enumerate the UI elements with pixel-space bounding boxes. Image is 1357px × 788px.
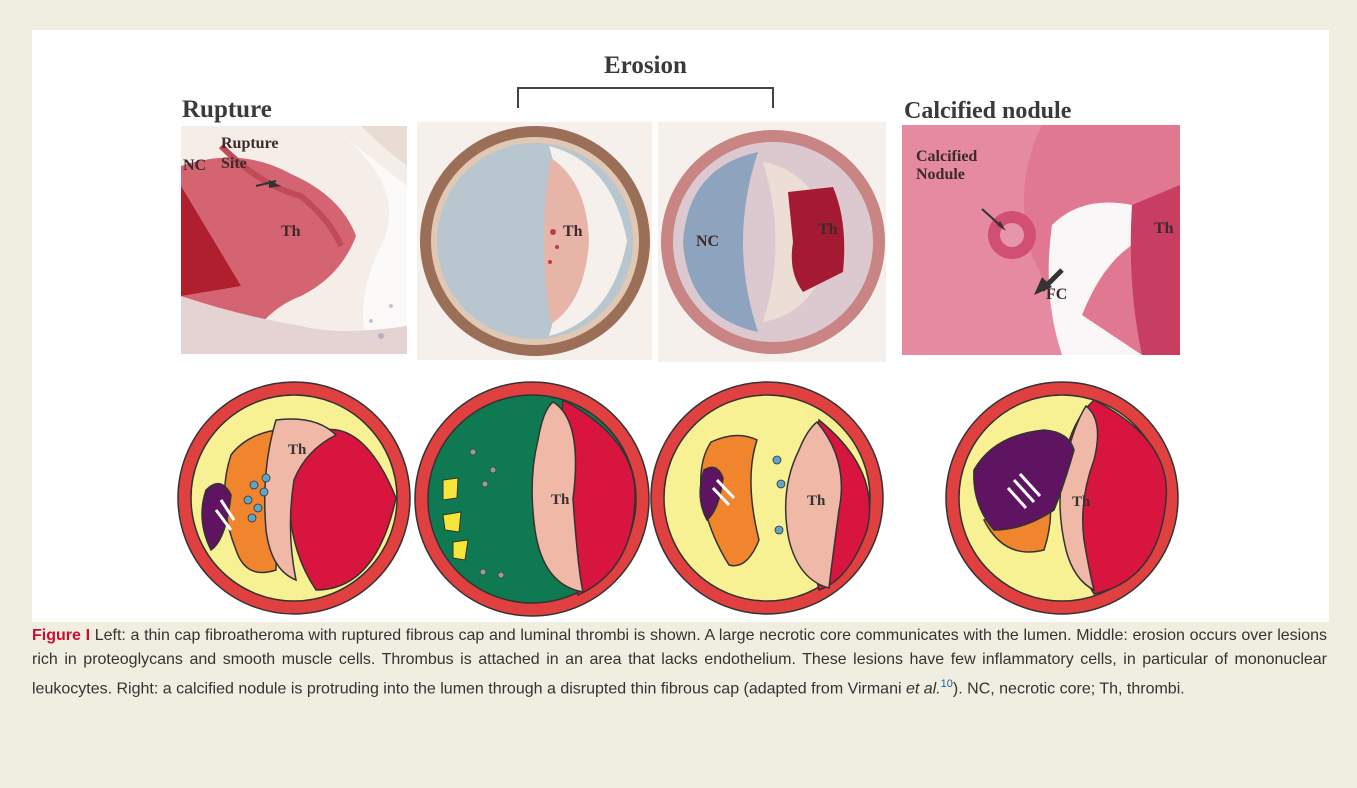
- rupture-th-label: Th: [281, 224, 301, 240]
- rupture-title: Rupture: [182, 96, 272, 124]
- rupture-site-label-2: Site: [221, 156, 247, 172]
- erosion2-th-label: Th: [818, 222, 838, 238]
- erosion2-nc-label: NC: [696, 234, 719, 250]
- caption-text-2: ). NC, necrotic core; Th, thrombi.: [953, 680, 1185, 697]
- rupture-diagram-th-label: Th: [288, 442, 307, 458]
- erosion1-diagram-th-label: Th: [551, 492, 570, 508]
- calcified-nodule-schematic: Th: [944, 380, 1180, 616]
- erosion-title: Erosion: [604, 52, 687, 80]
- rupture-histology-image: Rupture Site NC Th: [181, 126, 407, 354]
- rupture-nc-label: NC: [183, 158, 206, 174]
- reference-link[interactable]: 10: [941, 678, 953, 690]
- figure-label: Figure I: [32, 627, 90, 644]
- calcified-th-label: Th: [1154, 221, 1174, 237]
- figure-caption: Figure I Left: a thin cap fibroatheroma …: [32, 624, 1327, 701]
- rupture-schematic: Th: [176, 380, 412, 616]
- erosion1-th-label: Th: [563, 224, 583, 240]
- calcified-label-2: Nodule: [916, 167, 965, 183]
- rupture-site-label-1: Rupture: [221, 136, 279, 152]
- calcified-nodule-title: Calcified nodule: [904, 98, 1071, 125]
- erosion-histology-image-1: Th: [417, 122, 652, 360]
- calcified-label-1: Calcified: [916, 149, 977, 165]
- calcified-nodule-histology-image: Calcified Nodule FC Th: [902, 125, 1180, 355]
- calcified-fc-label: FC: [1046, 287, 1067, 303]
- erosion-schematic-1: Th: [413, 380, 651, 618]
- erosion-histology-image-2: NC Th: [658, 122, 886, 362]
- caption-et-al: et al.: [906, 680, 941, 697]
- erosion-bracket: [516, 84, 776, 110]
- calcified-diagram-th-label: Th: [1072, 494, 1091, 510]
- erosion-schematic-2: Th: [649, 380, 885, 616]
- erosion2-diagram-th-label: Th: [807, 493, 826, 509]
